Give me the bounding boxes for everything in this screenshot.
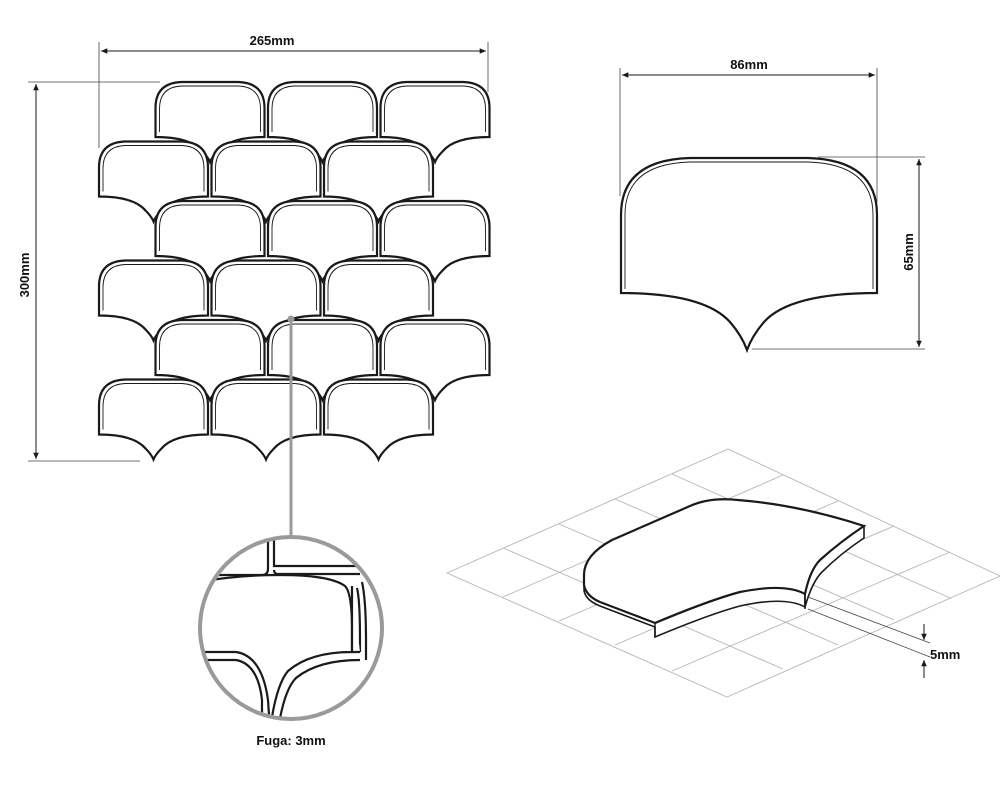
sheet-tile-edge bbox=[159, 85, 261, 132]
sheet-tile-edge bbox=[327, 145, 430, 192]
tile-thickness-label: 5mm bbox=[930, 647, 960, 662]
sheet-height-dimension: 300mm bbox=[17, 81, 160, 462]
sheet-tile-edge bbox=[271, 323, 374, 370]
sheet-tile-edge bbox=[384, 323, 486, 370]
sheet-tile-edge bbox=[215, 264, 317, 311]
sheet-tile-edge bbox=[159, 204, 261, 251]
sheet-tile bbox=[322, 378, 435, 463]
sheet-tile-edge bbox=[159, 323, 261, 370]
sheet-tile-edge bbox=[271, 204, 374, 251]
sheet-tile-edge bbox=[271, 85, 374, 132]
single-tile-outline bbox=[619, 156, 879, 354]
sheet-tile-edge bbox=[327, 264, 430, 311]
isometric-tile-top bbox=[582, 498, 867, 625]
sheet-width-label: 265mm bbox=[250, 33, 295, 48]
sheet-width-dimension: 265mm bbox=[98, 33, 489, 148]
sheet-tile-edge bbox=[102, 264, 205, 311]
tile-height-label: 65mm bbox=[901, 233, 916, 271]
sheet-tile-edge bbox=[215, 383, 317, 430]
sheet-tile-edge bbox=[384, 204, 486, 251]
isometric-tile-view: 5mm bbox=[445, 448, 1000, 698]
sheet-tile-edge bbox=[102, 383, 205, 430]
sheet-tile-edge bbox=[215, 145, 317, 192]
sheet-tile bbox=[97, 378, 210, 463]
detail-leader bbox=[287, 315, 295, 536]
sheet-tile-edge bbox=[327, 383, 430, 430]
single-tile-front-view: 86mm 65mm bbox=[619, 57, 925, 354]
joint-detail-magnifier: Fuga: 3mm bbox=[198, 535, 384, 748]
fan-tile-sheet bbox=[97, 80, 491, 463]
tile-width-label: 86mm bbox=[730, 57, 768, 72]
detail-caption: Fuga: 3mm bbox=[256, 733, 325, 748]
sheet-tile-edge bbox=[384, 85, 486, 132]
sheet-tile-edge bbox=[102, 145, 205, 192]
sheet-tile bbox=[210, 378, 322, 463]
sheet-height-label: 300mm bbox=[17, 253, 32, 298]
